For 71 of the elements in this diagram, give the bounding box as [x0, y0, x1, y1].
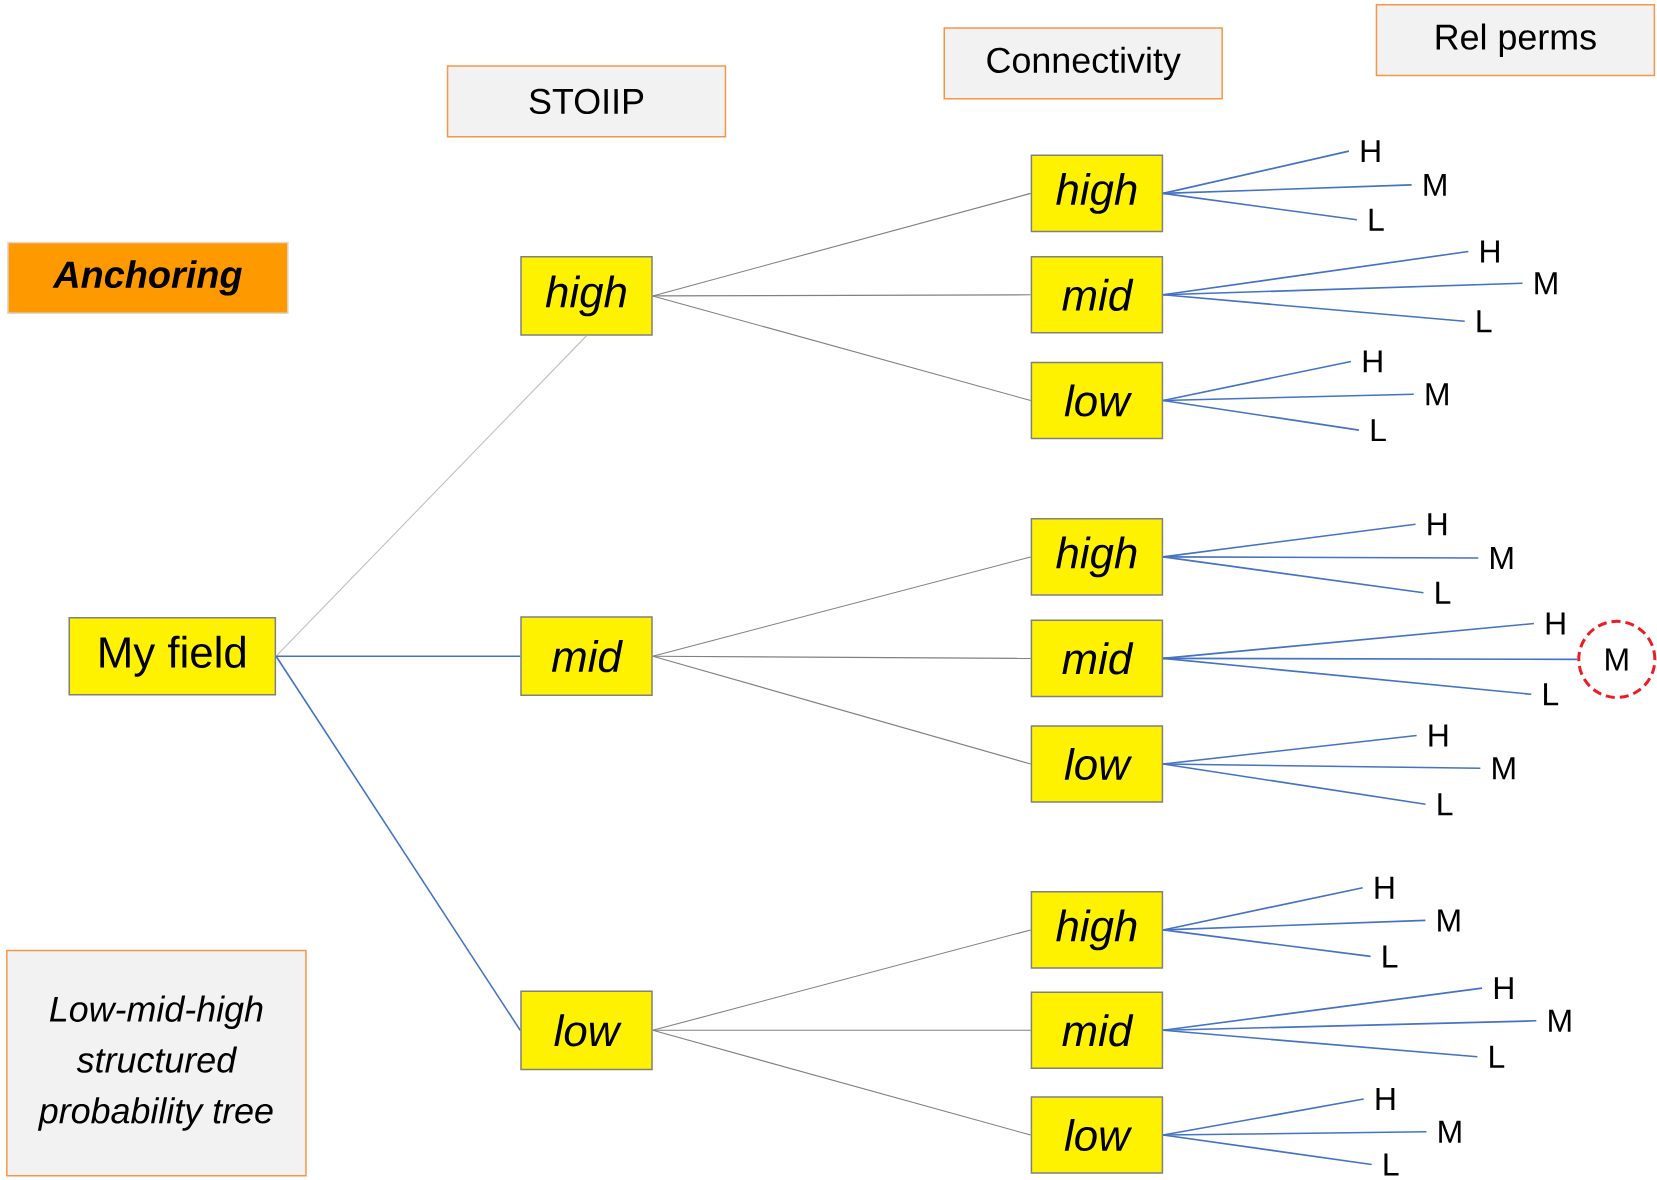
root-box: My field: [68, 616, 277, 696]
leaf-label: M: [1426, 383, 1448, 406]
branch-line: [1162, 763, 1427, 805]
option-box: mid: [1030, 619, 1164, 698]
branch-line: [1162, 360, 1352, 402]
highlight-circle: [1577, 619, 1657, 699]
leaf-label: M: [1535, 272, 1557, 295]
header-box: STOIIP: [446, 65, 727, 138]
leaf-label: M: [1491, 547, 1513, 569]
leaf-label: H: [1494, 977, 1513, 1000]
branch-line: [275, 655, 522, 657]
leaf-label: M: [1439, 1120, 1461, 1143]
branch-line: [1162, 622, 1535, 660]
option-box: low: [1030, 725, 1164, 803]
note-box: Low-mid-high structured probability tree: [6, 949, 307, 1177]
leaf-label: H: [1363, 350, 1382, 373]
branch-line: [1162, 556, 1425, 594]
branch-line: [652, 929, 1032, 1031]
branch-line: [1162, 294, 1466, 323]
branch-line: [652, 1029, 1032, 1136]
leaf-label: M: [1493, 757, 1515, 780]
leaf-label: H: [1376, 1088, 1395, 1110]
option-box: mid: [1030, 991, 1164, 1070]
leaf-label: L: [1490, 1045, 1505, 1068]
anchoring-box: Anchoring: [7, 241, 289, 315]
leaf-label: L: [1438, 793, 1453, 816]
branch-line: [1162, 1134, 1373, 1166]
leaf-label: M: [1606, 648, 1628, 671]
branch-line: [275, 655, 522, 1032]
header-box: Rel perms: [1375, 4, 1656, 77]
branch-line: [652, 192, 1032, 297]
branch-line: [275, 335, 588, 657]
option-box: high: [1030, 891, 1164, 969]
leaf-label: M: [1549, 1009, 1571, 1032]
leaf-label: M: [1438, 909, 1460, 932]
option-box: low: [1030, 1096, 1164, 1174]
branch-line: [652, 295, 1032, 402]
branch-line: [1162, 150, 1350, 195]
leaf-label: M: [1424, 173, 1446, 196]
branch-line: [1162, 1029, 1479, 1058]
branch-line: [1162, 1131, 1428, 1136]
leaf-label: H: [1428, 513, 1447, 536]
leaf-label: L: [1371, 419, 1386, 442]
leaf-label: L: [1383, 945, 1398, 968]
option-box: mid: [1030, 256, 1164, 334]
branch-line: [1162, 657, 1533, 696]
leaf-label: L: [1384, 1153, 1399, 1176]
header-box: Connectivity: [943, 27, 1223, 100]
leaf-label: L: [1369, 208, 1384, 231]
option-box: high: [1030, 154, 1164, 233]
branch-line: [1162, 763, 1482, 770]
branch-line: [652, 556, 1032, 657]
leaf-label: L: [1477, 310, 1492, 333]
branch-line: [1162, 192, 1358, 221]
leaf-label: L: [1436, 581, 1451, 604]
leaf-label: H: [1546, 612, 1565, 635]
branch-line: [1162, 929, 1372, 958]
option-box: low: [520, 990, 653, 1071]
leaf-label: L: [1544, 683, 1559, 706]
leaf-label: H: [1429, 724, 1448, 747]
leaf-label: H: [1375, 876, 1394, 899]
leaf-label: H: [1481, 240, 1499, 263]
option-box: mid: [520, 616, 653, 697]
option-box: high: [520, 256, 653, 336]
branch-line: [652, 655, 1032, 765]
option-box: low: [1030, 361, 1164, 440]
branch-line: [1162, 1020, 1538, 1032]
branch-line: [652, 294, 1032, 297]
leaf-label: H: [1361, 140, 1380, 163]
option-box: high: [1030, 518, 1164, 596]
branch-line: [1162, 399, 1360, 431]
